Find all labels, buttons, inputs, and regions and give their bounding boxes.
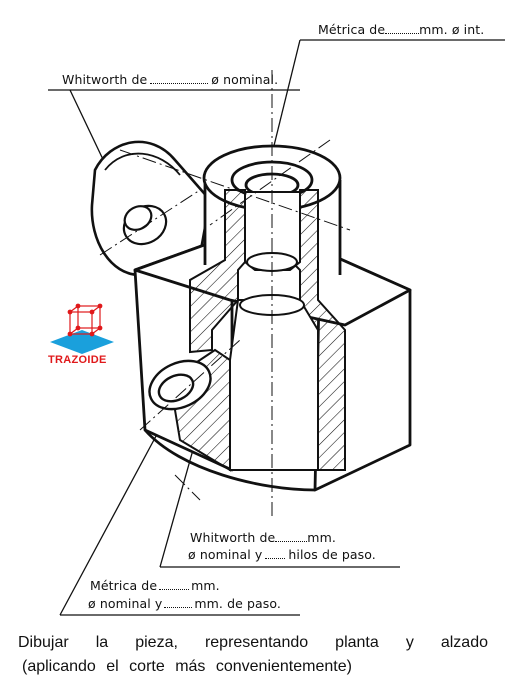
label-whitworth-mid-1: Whitworth de mm. (190, 530, 336, 545)
logo-cube-icon (50, 303, 114, 354)
label-metrica-bot-2a: ø nominal y (88, 596, 163, 611)
label-whitworth-mid-2a: ø nominal y (188, 547, 263, 562)
label-whitworth-mid-2: ø nominal y hilos de paso. (188, 547, 376, 562)
label-whitworth-mid-2b: hilos de paso. (288, 547, 376, 562)
label-whitworth-top-b: ø nominal. (211, 72, 279, 87)
instruction-line-2: (aplicando el corte más convenientemente… (22, 658, 352, 675)
side-port (148, 359, 212, 411)
bore (229, 191, 319, 471)
label-metrica-bot-1: Métrica de mm. (90, 578, 220, 593)
label-metrica-bot-1a: Métrica de (90, 578, 158, 593)
label-metrica-top-a: Métrica de (318, 22, 386, 37)
label-whitworth-mid-1a: Whitworth de (190, 530, 276, 545)
trazoide-logo: TRAZOIDE (42, 302, 152, 372)
label-metrica-bot-1b: mm. (191, 578, 220, 593)
label-whitworth-top: Whitworth de ø nominal. (62, 72, 278, 87)
label-metrica-bot-2b: mm. de paso. (194, 596, 281, 611)
label-whitworth-mid-1b: mm. (307, 530, 336, 545)
leader-lines (48, 39, 505, 616)
label-metrica-top-b: mm. ø int. (419, 22, 485, 37)
logo-text: TRAZOIDE (48, 354, 107, 366)
label-whitworth-top-a: Whitworth de (62, 72, 148, 87)
label-metrica-top: Métrica de mm. ø int. (318, 22, 484, 37)
center-lines (99, 70, 351, 520)
lug-hole (122, 204, 168, 246)
instruction-line-1: Dibujar la pieza, representando planta y… (18, 634, 488, 651)
label-metrica-bot-2: ø nominal y mm. de paso. (88, 596, 281, 611)
